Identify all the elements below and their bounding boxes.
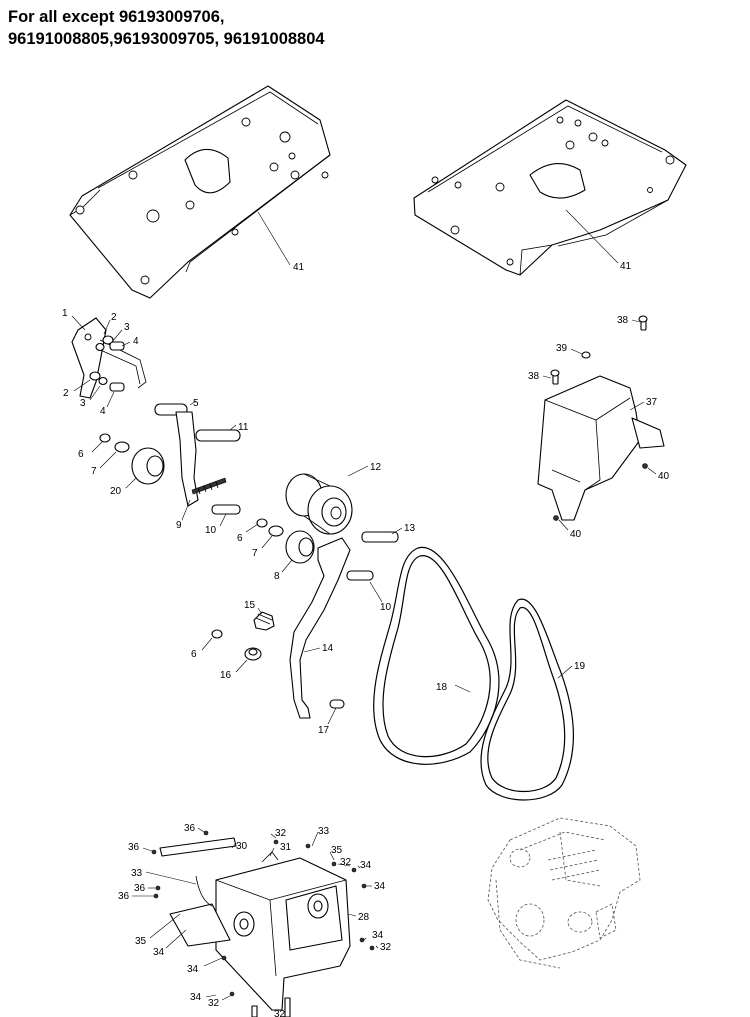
- callout-11: 11: [238, 422, 249, 433]
- callout-40b: 40: [570, 529, 582, 540]
- header-line-2: 96191008805,96193009705, 96191008804: [8, 30, 325, 48]
- callout-37: 37: [646, 397, 658, 408]
- bracket-assembly: [71, 317, 147, 399]
- callout-36d: 36: [118, 891, 130, 902]
- belts: [373, 546, 575, 801]
- idler-arm-assembly: [99, 403, 241, 515]
- callout-16: 16: [220, 670, 232, 681]
- callout-7b: 7: [252, 548, 258, 559]
- callout-6c: 6: [191, 649, 197, 660]
- callout-34b: 34: [374, 881, 386, 892]
- callout-32d: 32: [208, 998, 220, 1009]
- callout-3b: 3: [80, 398, 86, 409]
- callout-10a: 10: [205, 525, 217, 536]
- callout-35a: 35: [331, 845, 343, 856]
- callout-13: 13: [404, 523, 416, 534]
- callout-38b: 38: [528, 371, 540, 382]
- callout-14: 14: [322, 643, 334, 654]
- callout-4b: 4: [100, 406, 106, 417]
- callout-20: 20: [110, 486, 122, 497]
- callout-17: 17: [318, 725, 330, 736]
- callout-32b: 32: [340, 857, 352, 868]
- header-line-1: For all except 96193009706,: [8, 8, 225, 26]
- callout-38a: 38: [617, 315, 629, 326]
- callout-6a: 6: [78, 449, 84, 460]
- callout-33b: 33: [318, 826, 330, 837]
- callout-36c: 36: [134, 883, 146, 894]
- callout-1: 1: [62, 308, 68, 319]
- callout-32c: 32: [380, 942, 392, 953]
- callout-34a: 34: [360, 860, 372, 871]
- engine-outline: [487, 817, 641, 969]
- callout-40a: 40: [658, 471, 670, 482]
- callout-3a: 3: [124, 322, 130, 333]
- callout-15: 15: [244, 600, 256, 611]
- callout-2b: 2: [63, 388, 69, 399]
- callout-41a: 41: [293, 262, 305, 273]
- callout-30: 30: [236, 841, 248, 852]
- callout-35b: 35: [135, 936, 147, 947]
- callout-18: 18: [436, 682, 448, 693]
- callout-12: 12: [370, 462, 382, 473]
- callout-28: 28: [358, 912, 370, 923]
- callout-36b: 36: [128, 842, 140, 853]
- callout-2a: 2: [111, 312, 117, 323]
- belt-cover: [537, 315, 665, 521]
- frame-plate-right: [413, 99, 687, 276]
- callout-36a: 36: [184, 823, 196, 834]
- diagram-header: For all except 96193009706, 96191008805,…: [8, 6, 708, 50]
- callout-31: 31: [280, 842, 292, 853]
- callout-7a: 7: [91, 466, 97, 477]
- callout-33a: 33: [131, 868, 143, 879]
- callout-34d: 34: [372, 930, 384, 941]
- callout-9: 9: [176, 520, 182, 531]
- callout-34c: 34: [153, 947, 165, 958]
- callout-39: 39: [556, 343, 568, 354]
- callout-32e: 32: [274, 1009, 286, 1017]
- callout-4a: 4: [133, 336, 139, 347]
- callout-8: 8: [274, 571, 280, 582]
- callout-34e: 34: [187, 964, 199, 975]
- pulley-assembly: [211, 473, 399, 719]
- callout-41b: 41: [620, 261, 632, 272]
- callout-5: 5: [193, 398, 199, 409]
- callout-10b: 10: [380, 602, 392, 613]
- callout-34f: 34: [190, 992, 202, 1003]
- callout-6b: 6: [237, 533, 243, 544]
- frame-assembly: [151, 830, 375, 1017]
- callout-19: 19: [574, 661, 586, 672]
- frame-plate-left: [69, 85, 331, 299]
- callout-32a: 32: [275, 828, 287, 839]
